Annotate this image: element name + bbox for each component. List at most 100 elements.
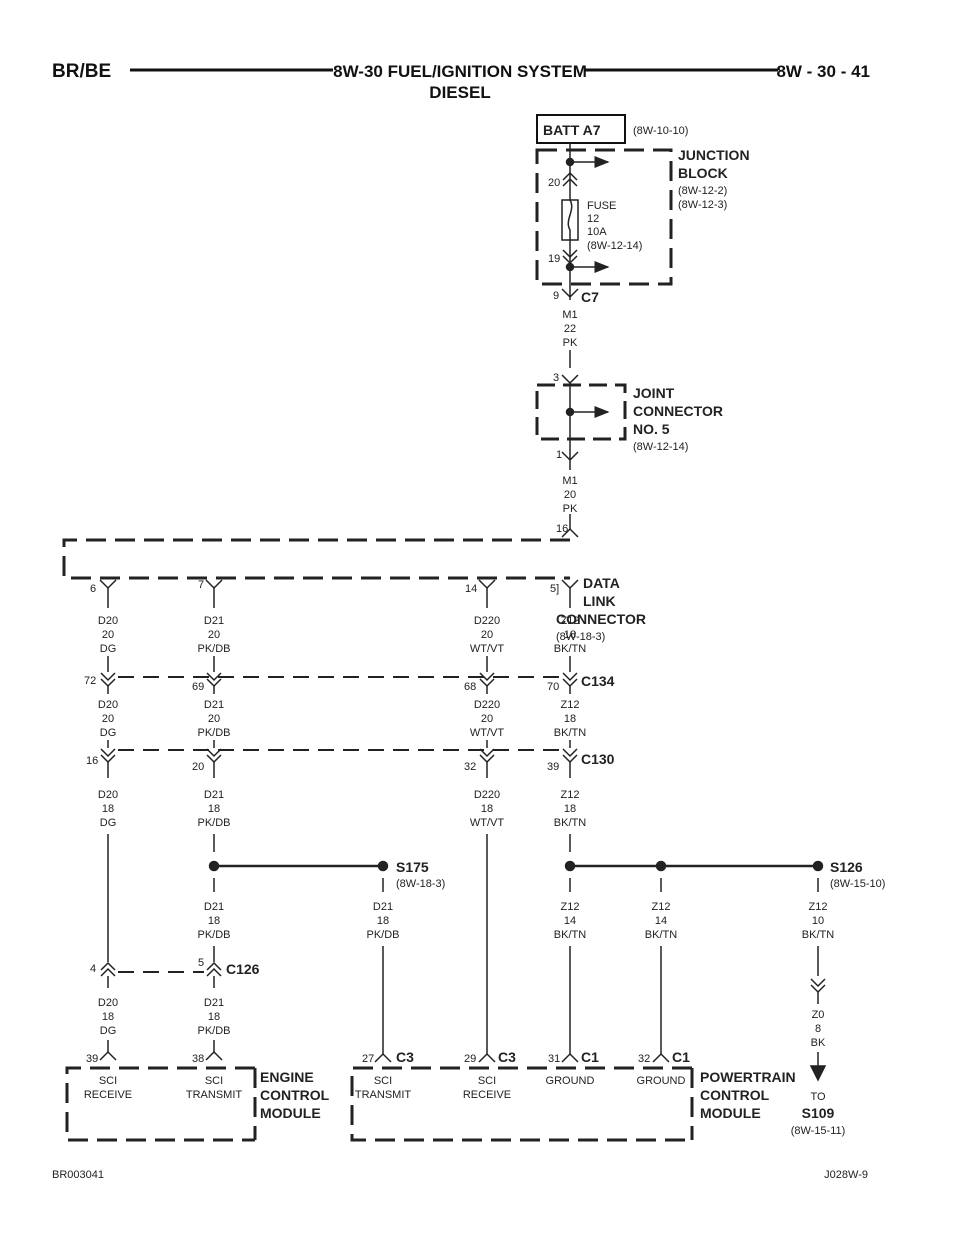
wire-z12-1-code: Z12 <box>561 615 580 627</box>
ecm-pin-38-label: 38 <box>192 1053 204 1065</box>
c134-pin-69-label: 69 <box>192 681 204 693</box>
wire-d20-5-color: DG <box>100 1025 117 1037</box>
wire-d220-1-gauge: 20 <box>481 629 493 641</box>
wire-d20-2-code: D20 <box>98 699 118 711</box>
wire-d220-3-color: WT/VT <box>470 817 504 829</box>
joint-pin-1-label: 1 <box>556 449 562 461</box>
dlc-pin-7-symbol <box>205 579 223 590</box>
ecm-name-2: CONTROL <box>260 1087 330 1103</box>
pcm-name-3: MODULE <box>700 1105 761 1121</box>
s126-dot-3 <box>812 860 824 872</box>
c126-pin-5-symbol <box>206 961 222 977</box>
wire-z12b-4-color: BK/TN <box>645 929 677 941</box>
wire-d21-1-code: D21 <box>204 615 224 627</box>
c7-label: C7 <box>581 289 599 305</box>
c130-pin-20-symbol <box>206 748 222 764</box>
wire-d21-2-code: D21 <box>204 699 224 711</box>
c134-pin-70-symbol <box>562 672 578 688</box>
batt-label: BATT A7 <box>543 122 601 138</box>
header-left: BR/BE <box>52 61 111 82</box>
ground-inline-connector <box>810 978 826 994</box>
joint-name-2: CONNECTOR <box>633 403 723 419</box>
pcm-term-2-b: RECEIVE <box>463 1089 511 1101</box>
ecm-pin-38-symbol <box>205 1050 223 1061</box>
wire-m1-a-color: PK <box>563 337 578 349</box>
wire-d220-1-color: WT/VT <box>470 643 504 655</box>
dlc-pin-7-label: 7 <box>198 579 204 591</box>
wire-z12a-4-color: BK/TN <box>554 929 586 941</box>
wire-d220-3-code: D220 <box>474 789 500 801</box>
pcm-pin-27-symbol <box>374 1052 392 1063</box>
wire-d20-2-color: DG <box>100 727 117 739</box>
wire-d21-1-gauge: 20 <box>208 629 220 641</box>
junction-block-name-2: BLOCK <box>678 165 728 181</box>
pcm-conn-c3-a: C3 <box>396 1049 414 1065</box>
pcm-term-2-a: SCI <box>478 1075 496 1087</box>
wire-z12-2-color: BK/TN <box>554 727 586 739</box>
pcm-conn-c1-a: C1 <box>581 1049 599 1065</box>
wire-z12-2-code: Z12 <box>561 699 580 711</box>
c130-pin-16-label: 16 <box>86 755 98 767</box>
dlc-name-2: LINK <box>583 593 616 609</box>
wire-d20-1-color: DG <box>100 643 117 655</box>
wire-d20-3-code: D20 <box>98 789 118 801</box>
c134-pin-69-symbol <box>206 672 222 688</box>
s126-dot-2 <box>655 860 667 872</box>
ground-ref: (8W-15-11) <box>791 1125 846 1137</box>
wire-z12-3-color: BK/TN <box>554 817 586 829</box>
fuse-label: FUSE <box>587 200 616 212</box>
ecm-term-2-b: TRANSMIT <box>186 1089 243 1101</box>
c130-pin-16-symbol <box>100 748 116 764</box>
wire-z0-code: Z0 <box>812 1009 825 1021</box>
junction-block-section <box>535 114 673 300</box>
dlc-pin-16-symbol <box>561 527 579 538</box>
pcm-pin-27-label: 27 <box>362 1053 374 1065</box>
dlc-ref: (8W-18-3) <box>556 631 605 643</box>
wire-labels-row-5: D20 18 DG D21 18 PK/DB Z0 8 BK <box>98 997 826 1049</box>
s126-label: S126 <box>830 859 863 875</box>
wire-m1-a-code: M1 <box>562 309 577 321</box>
fuse-element <box>567 199 573 240</box>
joint-name-3: NO. 5 <box>633 421 670 437</box>
dlc-pin-5-label: 5] <box>550 583 559 595</box>
wire-z0-gauge: 8 <box>815 1023 821 1035</box>
c134-pin-72-symbol <box>100 672 116 688</box>
joint-name-1: JOINT <box>633 385 675 401</box>
c130-pin-32-label: 32 <box>464 761 476 773</box>
wire-d220-2-color: WT/VT <box>470 727 504 739</box>
wire-z12-1-gauge: 18 <box>564 629 576 641</box>
wire-d21-5-color: PK/DB <box>197 1025 230 1037</box>
dlc-name-3: CONNECTOR <box>556 611 646 627</box>
c134-pin-68-symbol <box>479 672 495 688</box>
footer-right: J028W-9 <box>824 1169 868 1181</box>
fuse-rating: 10A <box>587 226 607 238</box>
junction-block-outline <box>535 148 673 286</box>
ground-to-label: TO <box>810 1091 826 1103</box>
ground-splice-label: S109 <box>802 1105 835 1121</box>
batt-box <box>536 114 626 144</box>
wire-z12-3-gauge: 18 <box>564 803 576 815</box>
ecm-pin-39-label: 39 <box>86 1053 98 1065</box>
joint-ref: (8W-12-14) <box>633 441 688 453</box>
ecm-term-1-a: SCI <box>99 1075 117 1087</box>
c134-pin-70-label: 70 <box>547 681 559 693</box>
s175-label: S175 <box>396 859 429 875</box>
header-right: 8W - 30 - 41 <box>776 62 870 81</box>
wire-d21b-4-code: D21 <box>373 901 393 913</box>
c126-pin-5-label: 5 <box>198 957 204 969</box>
batt-ref: (8W-10-10) <box>633 125 688 137</box>
lower-wiring <box>65 834 827 1142</box>
pcm-term-3: GROUND <box>546 1075 595 1087</box>
wire-z12-3-code: Z12 <box>561 789 580 801</box>
dlc-pin-14-label: 14 <box>465 583 477 595</box>
c134-label: C134 <box>581 673 615 689</box>
wire-labels-row-4: D21 18 PK/DB D21 18 PK/DB Z12 14 BK/TN Z… <box>197 901 834 941</box>
c134-pin-72-label: 72 <box>84 675 96 687</box>
dlc-pin-6-symbol <box>99 579 117 590</box>
s175-dot-right <box>377 860 389 872</box>
wire-d21a-4-color: PK/DB <box>197 929 230 941</box>
c130-connector <box>100 740 578 778</box>
pin-20-label: 20 <box>548 177 560 189</box>
wire-d21b-4-gauge: 18 <box>377 915 389 927</box>
wire-d21b-4-color: PK/DB <box>366 929 399 941</box>
